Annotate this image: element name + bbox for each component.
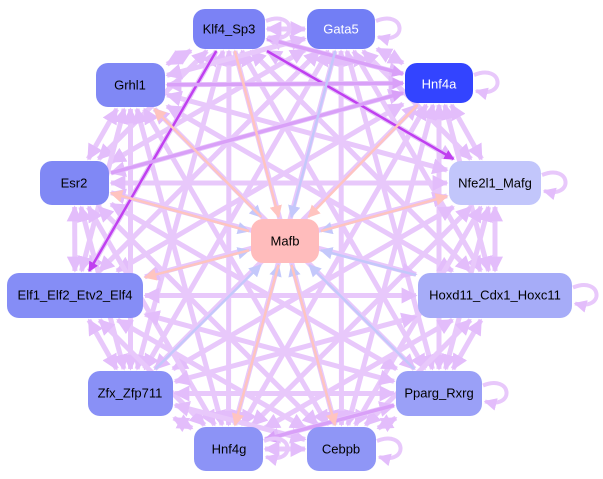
edge-Grhl1-Hnf4a [166,77,405,90]
node-nfe2l1-mafg[interactable]: Nfe2l1_Mafg [449,161,541,205]
node-label: Gata5 [323,22,358,37]
node-box [418,273,572,318]
node-label: Elf1_Elf2_Etv2_Elf4 [18,288,133,303]
node-elf1-elf2-etv2-elf4[interactable]: Elf1_Elf2_Etv2_Elf4 [7,273,143,318]
node-mafb[interactable]: Mafb [251,219,319,263]
self-loop-Pparg_Rxrg [482,381,509,411]
edge-Hnf4a-Mafb [307,104,419,218]
node-zfx-zfp711[interactable]: Zfx_Zfp711 [88,371,173,416]
edge-Mafb-Nfe2l1_Mafg [320,193,449,233]
self-loop-Hnf4a [473,70,500,101]
node-cebpb[interactable]: Cebpb [307,427,376,471]
node-label: Hoxd11_Cdx1_Hoxc11 [429,288,561,303]
node-klf4-sp3[interactable]: Klf4_Sp3 [193,9,265,49]
edge-Mafb-Elf1_Elf2_Etv2_Elf4 [143,249,250,281]
node-label: Zfx_Zfp711 [98,386,163,401]
node-box [88,371,173,416]
edge-Klf4_Sp3-Mafb [233,50,282,219]
node-hoxd11-cdx1-hoxc11[interactable]: Hoxd11_Cdx1_Hoxc11 [418,273,572,318]
edge-Zfx_Zfp711-Hnf4g [172,414,194,433]
node-gata5[interactable]: Gata5 [307,9,375,49]
edge-Mafb-Hnf4g [231,264,280,427]
node-box [40,161,109,205]
node-label: Pparg_Rxrg [404,386,473,401]
self-loop-Gata5 [375,16,402,47]
node-box [405,63,473,103]
edge-Mafb-Cebpb [290,264,339,427]
node-hnf4g[interactable]: Hnf4g [194,427,263,471]
self-loop-Hnf4g [263,436,290,467]
node-label: Hnf4g [212,442,247,457]
node-label: Nfe2l1_Mafg [458,176,532,191]
node-grhl1[interactable]: Grhl1 [96,63,165,107]
node-box [307,9,375,49]
edge-Pparg_Rxrg-Mafb [308,264,416,370]
edge-Mafb-Esr2 [109,190,250,233]
self-loops [263,16,599,467]
node-label: Cebpb [322,442,360,457]
edge-Hoxd11_Cdx1_Hoxc11-Mafb [319,247,417,277]
node-box [193,9,265,49]
node-box [7,273,143,318]
edge-Gata5-Hnf4a [375,46,405,66]
node-label: Mafb [271,234,300,249]
node-label: Hnf4a [422,77,457,92]
node-box [96,63,165,107]
node-label: Grhl1 [114,78,146,93]
self-loop-Nfe2l1_Mafg [541,170,568,201]
node-box [396,371,482,416]
self-loop-Klf4_Sp3 [265,16,292,47]
node-label: Klf4_Sp3 [203,22,256,37]
edge-Zfx_Zfp711-Mafb [154,264,262,370]
edge-Mafb-Grhl1 [153,108,263,218]
edge-Pparg_Rxrg-Cebpb [376,414,398,433]
edge-Klf4_Sp3-Grhl1 [165,48,193,67]
edge-Gata5-Mafb [288,50,337,219]
self-loop-Hoxd11_Cdx1_Hoxc11 [572,283,599,313]
node-box [449,161,541,205]
node-box [251,219,319,263]
edges-center [109,50,449,427]
node-label: Esr2 [61,176,88,191]
node-esr2[interactable]: Esr2 [40,161,109,205]
node-pparg-rxrg[interactable]: Pparg_Rxrg [396,371,482,416]
self-loop-Cebpb [376,436,403,467]
node-box [194,427,263,471]
node-hnf4a[interactable]: Hnf4a [405,63,473,103]
node-box [307,427,376,471]
